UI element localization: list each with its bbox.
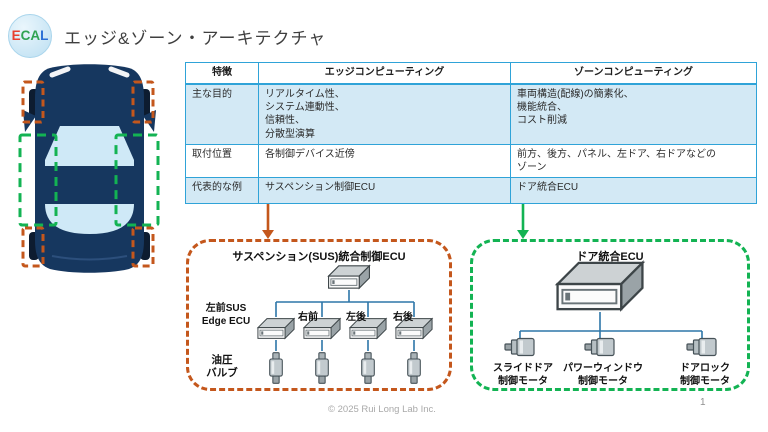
power-window-motor-label: パワーウィンドウ 制御モータ (563, 363, 643, 387)
table-cell-purpose-label: 主な目的 (186, 85, 259, 145)
master-ecu-icon (327, 265, 371, 289)
edge-zone-markers-orange (21, 80, 155, 268)
table-header-edge-computing: エッジコンピューティング (259, 63, 511, 85)
power-window-motor-icon (584, 337, 615, 357)
logo-letter: A (30, 28, 41, 44)
copyright-text: © 2025 Rui Long Lab Inc. (328, 404, 436, 415)
hydraulic-valve-label: 油圧 バルブ (206, 354, 238, 379)
zone-diagram-title: ドア統合ECU (576, 251, 644, 263)
logo-letter: L (40, 28, 49, 44)
edge-connector-lines (275, 290, 415, 351)
edge-example-arrow (262, 204, 274, 239)
logo-letter: E (11, 28, 21, 44)
front-left-ecu-label: 左前SUS Edge ECU (201, 303, 251, 327)
table-cell-purpose-edge: リアルタイム性、 システム連動性、 信頼性、 分散型演算 (259, 85, 511, 145)
door-zone-box (114, 133, 160, 227)
table-cell-purpose-zone: 車両構造(配線)の簡素化、 機能統合、 コスト削減 (511, 85, 756, 145)
hydraulic-valve-icon (361, 352, 375, 384)
zone-connector-lines (519, 312, 703, 338)
wheel-zone-box (131, 226, 155, 268)
door-integrated-ecu-icon (556, 261, 644, 311)
logo-letter: C (20, 28, 31, 44)
slide-door-motor-icon (504, 337, 535, 357)
zone-example-arrow (517, 204, 529, 239)
zone-diagram-graphic (504, 261, 717, 357)
front-right-ecu-label: 右前 (298, 312, 318, 323)
hydraulic-valve-icon (407, 352, 421, 384)
table-cell-example-zone: ドア統合ECU (511, 178, 756, 203)
wheel-zone-box (21, 80, 45, 124)
car-body (23, 64, 156, 273)
edge-diagram-panel: サスペンション(SUS)統合制御ECU 左前SUS Edge ECU 右前 左後… (186, 239, 452, 391)
door-zone-markers-green (18, 133, 160, 227)
table-header-feature: 特徴 (186, 63, 259, 85)
table-cell-example-edge: サスペンション制御ECU (259, 178, 511, 203)
car-top-view-illustration (18, 64, 160, 273)
table-cell-example-label: 代表的な例 (186, 178, 259, 203)
zone-diagram-panel: ドア統合ECU スライドドア 制御モータ パワーウィンドウ 制御モータ ドアロッ… (470, 239, 750, 391)
rear-right-ecu-label: 右後 (393, 312, 413, 323)
door-zone-box (18, 133, 58, 227)
comparison-table: 特徴 エッジコンピューティング ゾーンコンピューティング 主な目的 リアルタイム… (185, 62, 757, 204)
wheel-zone-box (21, 226, 45, 268)
door-lock-motor-label: ドアロック 制御モータ (680, 363, 730, 387)
door-lock-motor-icon (686, 337, 717, 357)
edge-diagram-title: サスペンション(SUS)統合制御ECU (232, 251, 406, 263)
edge-diagram-graphic (257, 265, 433, 384)
page-number: 1 (700, 397, 706, 408)
table-cell-location-label: 取付位置 (186, 145, 259, 178)
slide-door-motor-label: スライドドア 制御モータ (493, 363, 553, 387)
table-cell-location-zone: 前方、後方、パネル、左ドア、右ドアなどの ゾーン (511, 145, 756, 178)
wheel-zone-box (131, 80, 155, 124)
table-header-zone-computing: ゾーンコンピューティング (511, 63, 756, 85)
table-cell-location-edge: 各制御デバイス近傍 (259, 145, 511, 178)
hydraulic-valve-icon (269, 352, 283, 384)
rear-left-ecu-label: 左後 (346, 312, 366, 323)
hydraulic-valve-icon (315, 352, 329, 384)
page-title: エッジ&ゾーン・アーキテクチャ (64, 29, 327, 48)
